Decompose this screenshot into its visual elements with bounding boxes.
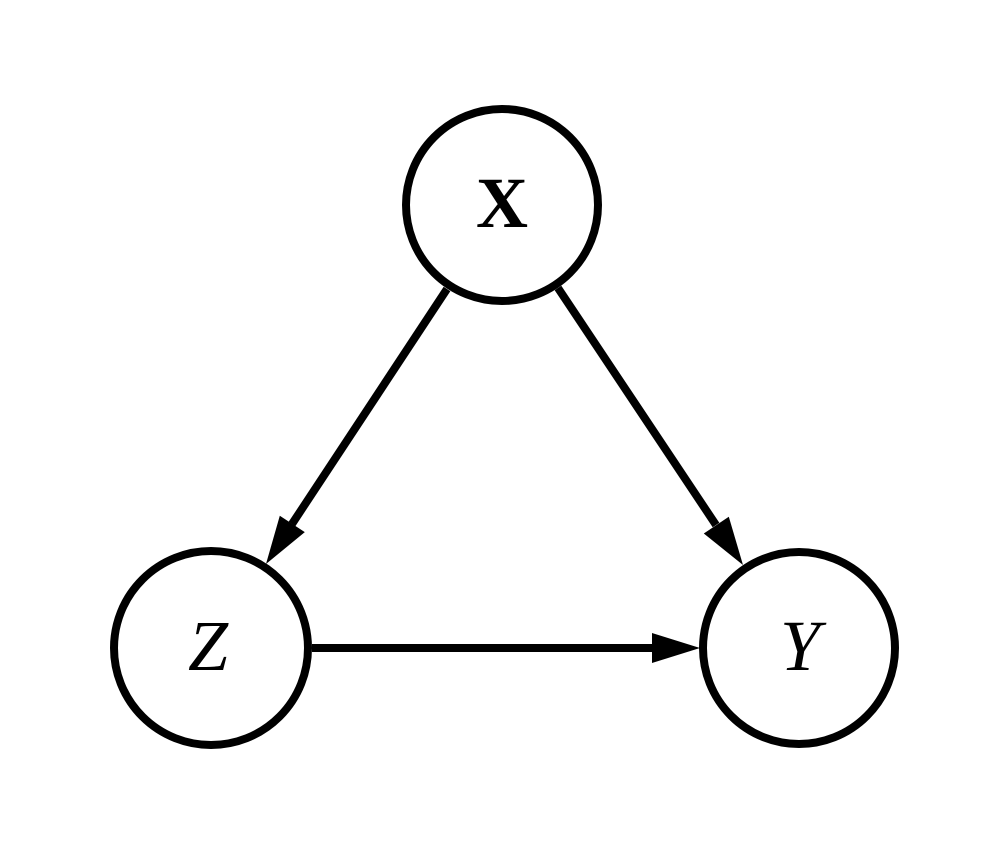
edge-X-to-Y	[554, 285, 743, 565]
node-Y: Y	[699, 548, 899, 748]
arrowhead-icon	[266, 515, 305, 564]
edge-X-to-Z-line	[288, 286, 451, 527]
node-Z-label: Z	[188, 606, 229, 686]
edge-X-to-Y-line	[554, 285, 720, 528]
edge-Z-to-Y	[312, 633, 700, 663]
node-Z-circle	[110, 547, 312, 749]
edge-X-to-Z	[266, 286, 451, 564]
node-X-circle	[402, 105, 602, 305]
node-Y-circle	[699, 548, 899, 748]
node-Y-label: Y	[780, 606, 827, 686]
arrowhead-icon	[652, 633, 700, 663]
node-Z: Z	[110, 547, 312, 749]
node-X-label: X	[476, 163, 528, 243]
arrowhead-icon	[703, 516, 743, 565]
node-X: X	[402, 105, 602, 305]
